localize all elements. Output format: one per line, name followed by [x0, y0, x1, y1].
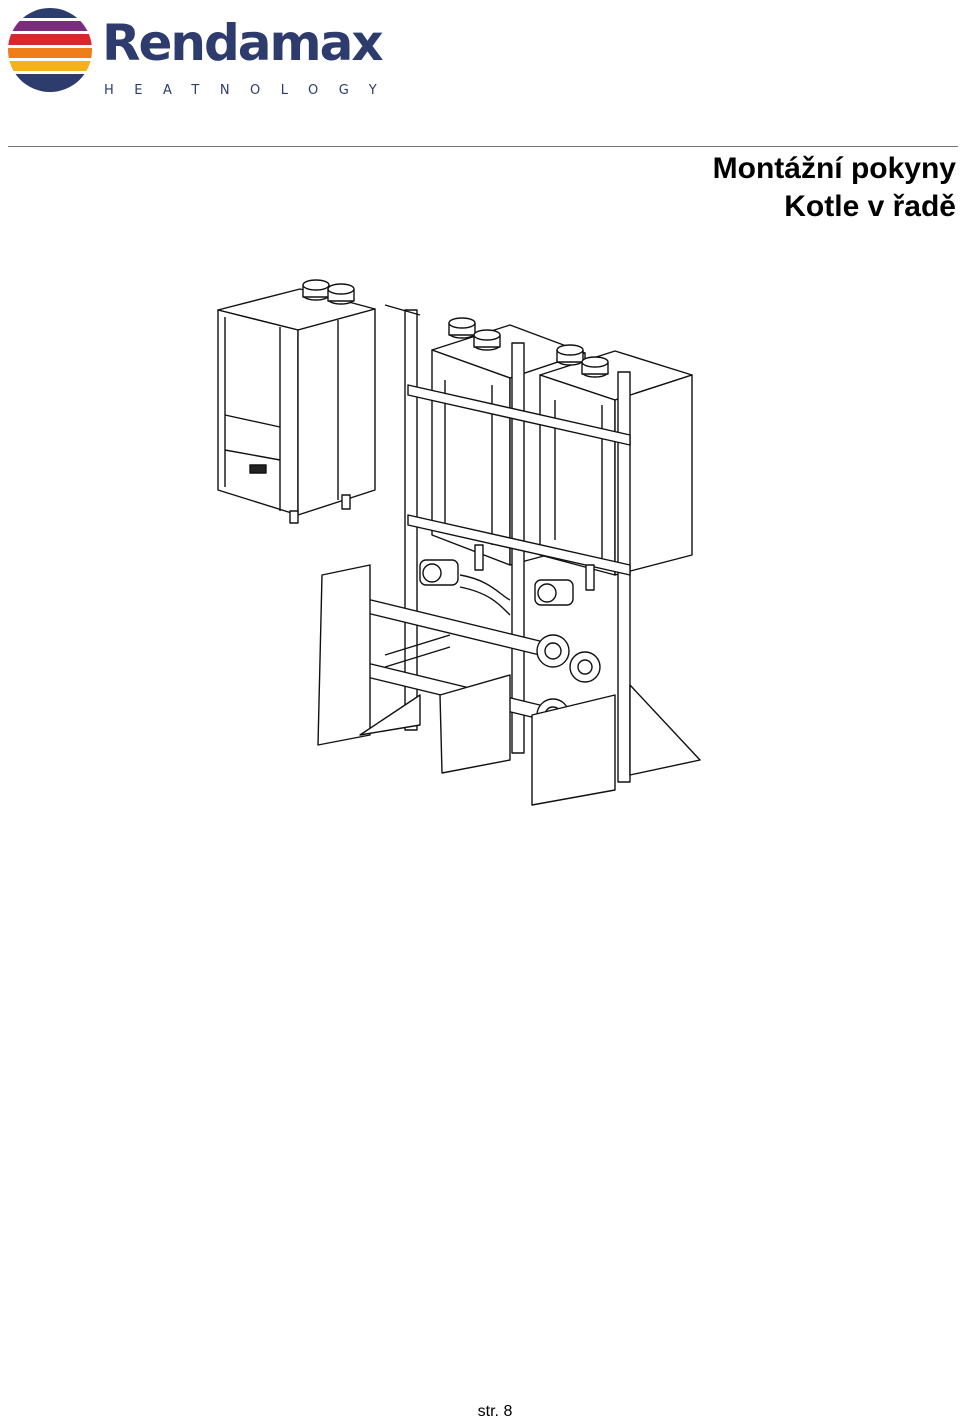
boiler-cascade-drawing [217, 279, 701, 806]
floor-stands [317, 564, 701, 806]
logo-tagline: HEATNOLOGY [104, 83, 398, 98]
title-line-2: Kotle v řadě [784, 190, 956, 223]
page-number: str. 8 [477, 1403, 513, 1420]
pump-group [419, 544, 595, 616]
title-line-1: Montážní pokyny [712, 152, 956, 185]
header-divider [8, 146, 958, 147]
single-boiler-icon [217, 279, 376, 524]
rendamax-logo: Rendamax HEATNOLOGY [6, 4, 384, 97]
document-title: Montážní pokyny Kotle v řadě [713, 150, 956, 226]
logo-mark-icon [8, 8, 92, 92]
logo-brand-name: Rendamax [102, 14, 384, 72]
